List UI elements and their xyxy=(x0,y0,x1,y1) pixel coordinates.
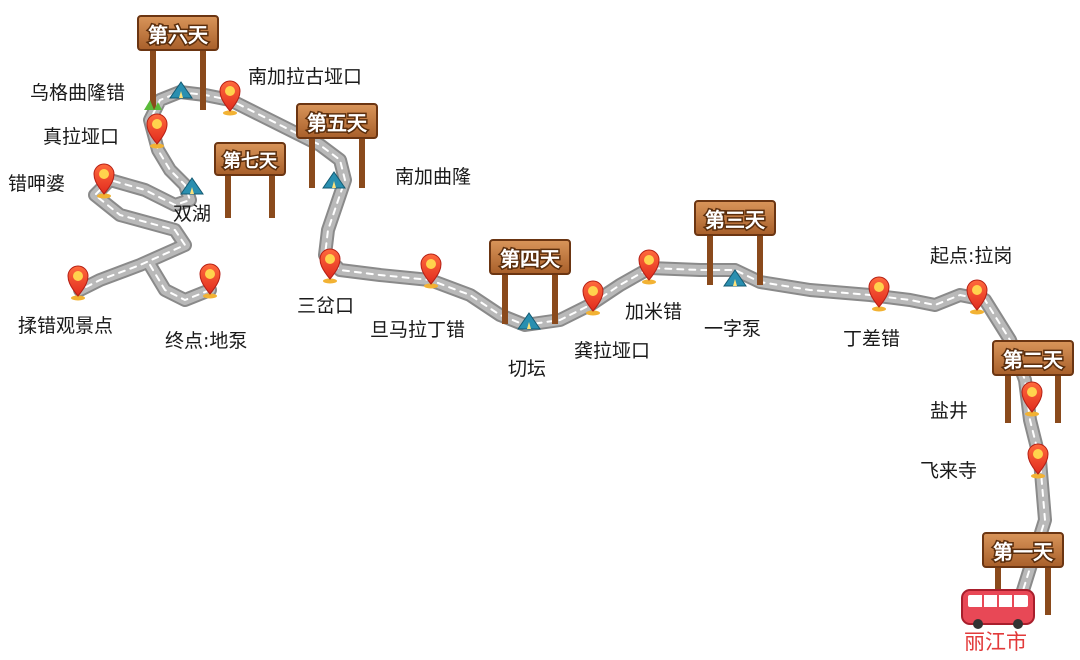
map-pin-icon xyxy=(319,248,341,284)
map-pin-icon xyxy=(966,279,988,315)
label-end-dibeng: 终点:地泵 xyxy=(165,330,248,352)
label-start-lagang: 起点:拉岗 xyxy=(930,245,1013,267)
map-pin-icon xyxy=(1027,443,1049,479)
label-danmaladingcuo: 旦马拉丁错 xyxy=(370,319,466,341)
day7-label: 第七天 xyxy=(223,150,278,172)
location-pins xyxy=(67,80,1049,479)
signpost-day3: 第三天 xyxy=(694,200,776,285)
day6-label: 第六天 xyxy=(148,23,209,47)
label-roucuo-viewpoint: 揉错观景点 xyxy=(18,315,114,337)
map-pin-icon xyxy=(199,263,221,299)
map-pin-icon xyxy=(219,80,241,116)
map-pin-icon xyxy=(868,276,890,312)
map-pin-icon xyxy=(582,280,604,316)
label-shuanghu: 双湖 xyxy=(173,203,212,225)
map-pin-icon xyxy=(420,253,442,289)
label-yanjing: 盐井 xyxy=(930,400,969,422)
map-pin-icon xyxy=(638,249,660,285)
label-wugequlongcuo: 乌格曲隆错 xyxy=(30,82,126,104)
label-nanjiaqulong: 南加曲隆 xyxy=(395,166,472,188)
label-cuojiapo: 错呷婆 xyxy=(8,173,66,195)
map-pin-icon xyxy=(93,163,115,199)
label-sanchakou: 三岔口 xyxy=(297,295,355,317)
tent-icon xyxy=(517,312,541,330)
tent-icon xyxy=(723,269,747,287)
label-jiamicuo: 加米错 xyxy=(625,301,683,323)
day1-label: 第一天 xyxy=(993,540,1054,564)
day2-label: 第二天 xyxy=(1003,348,1064,372)
label-nanjialaguyakou: 南加拉古垭口 xyxy=(248,66,363,88)
label-zhenlayakou: 真拉垭口 xyxy=(43,126,120,148)
label-dingchacuo: 丁差错 xyxy=(843,328,901,350)
signpost-day2: 第二天 xyxy=(992,340,1074,423)
bus-icon xyxy=(961,589,1035,629)
signpost-day4: 第四天 xyxy=(489,239,571,324)
map-pin-icon xyxy=(146,113,168,149)
day4-label: 第四天 xyxy=(500,247,561,271)
signpost-day6: 第六天 xyxy=(137,15,219,110)
label-yizibeng: 一字泵 xyxy=(704,318,762,340)
signpost-day5: 第五天 xyxy=(296,103,378,188)
label-gonglayakou: 龚拉垭口 xyxy=(574,340,651,362)
tent-icon xyxy=(180,177,204,195)
map-pin-icon xyxy=(67,265,89,301)
signpost-day1: 第一天 xyxy=(982,532,1064,615)
map-pin-icon xyxy=(1021,381,1043,417)
label-lijiang: 丽江市 xyxy=(964,630,1027,654)
day5-label: 第五天 xyxy=(307,111,368,135)
label-feilaisi: 飞来寺 xyxy=(920,460,978,482)
tent-icon xyxy=(169,81,193,99)
tent-icon xyxy=(322,171,346,189)
label-qietan: 切坛 xyxy=(508,358,547,380)
signpost-day7: 第七天 xyxy=(214,142,286,218)
day3-label: 第三天 xyxy=(705,208,766,232)
